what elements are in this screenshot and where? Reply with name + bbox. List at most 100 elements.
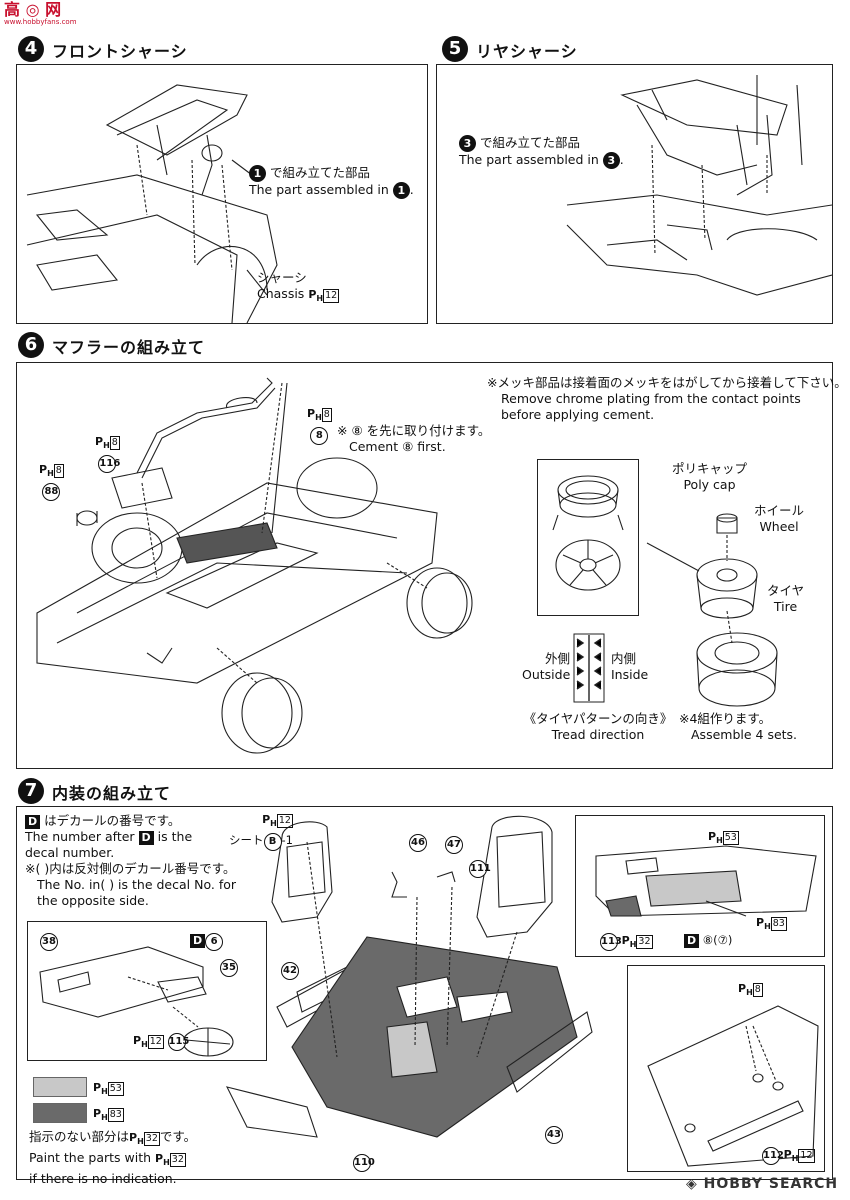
wheel-paint: PH bbox=[133, 1034, 148, 1050]
decal-d-icon-4: D bbox=[684, 934, 700, 948]
part-88-paint: PH bbox=[39, 463, 54, 479]
assemble-sets-jp: ※4組作ります。 bbox=[679, 711, 772, 726]
decal-note-en3: decal number. bbox=[25, 845, 115, 860]
tire-label: タイヤ Tire bbox=[767, 583, 804, 615]
door-illustration bbox=[595, 845, 817, 917]
decal-d-icon: D bbox=[25, 815, 41, 829]
seat-paint-number: 12 bbox=[276, 814, 293, 828]
hobbysearch-logo-text: HOBBY SEARCH bbox=[703, 1176, 839, 1192]
inside-label: 内側 Inside bbox=[611, 651, 648, 683]
wheel-chrome-illustration bbox=[552, 475, 624, 591]
default-paint-number: 32 bbox=[143, 1132, 160, 1146]
part-110-number: 110 bbox=[353, 1154, 375, 1172]
step-5-note: 3 で組み立てた部品 The part assembled in 3. bbox=[459, 135, 624, 169]
outside-label-en: Outside bbox=[522, 667, 571, 682]
door-decal-label: D ⑧(⑦) bbox=[684, 932, 732, 948]
decal-note: D はデカールの番号です。 The number after D is the … bbox=[25, 813, 236, 909]
decal-note-en1: The number after bbox=[25, 829, 135, 844]
step-4-title: フロントシャーシ bbox=[52, 42, 188, 61]
step-4-number: 4 bbox=[18, 36, 44, 62]
ref-step-3: 3 bbox=[459, 135, 476, 152]
outside-label-jp: 外側 bbox=[544, 651, 570, 666]
step-7-number: 7 bbox=[18, 778, 44, 804]
step-7-panel: D はデカールの番号です。 The number after D is the … bbox=[16, 806, 833, 1186]
tread-direction-en: Tread direction bbox=[551, 727, 645, 742]
polycap-label-en: Poly cap bbox=[683, 477, 736, 492]
part-8-number: 8 bbox=[310, 427, 329, 446]
tread-pattern-icon bbox=[573, 633, 605, 703]
inside-label-en: Inside bbox=[611, 667, 649, 682]
part-113-paint-number: 32 bbox=[636, 935, 653, 949]
part-111-label: 111 bbox=[469, 859, 491, 878]
wheel-paint-number: 12 bbox=[147, 1035, 164, 1049]
step-5-number: 5 bbox=[442, 36, 468, 62]
default-note-en1: Paint the parts with bbox=[29, 1150, 152, 1166]
chrome-note-en2: before applying cement. bbox=[501, 407, 655, 422]
part-42-label: 42 bbox=[281, 961, 299, 980]
step-6-number: 6 bbox=[18, 332, 44, 358]
default-note-en2: if there is no indication. bbox=[29, 1171, 177, 1187]
step-4-note-jp: で組み立てた部品 bbox=[269, 165, 370, 180]
part-42-number: 42 bbox=[281, 962, 299, 980]
muffler-chassis-illustration bbox=[36, 377, 473, 754]
part-35-label: 35 bbox=[220, 958, 238, 977]
decal-d-icon-3: D bbox=[190, 934, 206, 948]
opposite-note-jp: ※( )内は反対側のデカール番号です。 bbox=[25, 861, 236, 876]
part-110-label: 110 bbox=[353, 1153, 375, 1172]
polycap-label-jp: ポリキャップ bbox=[672, 461, 748, 476]
cement-note-jp: ※ ⑧ を先に取り付けます。 bbox=[337, 423, 491, 438]
hobbysearch-logo-icon: ◈ bbox=[686, 1176, 698, 1192]
hobbysearch-logo: ◈ HOBBY SEARCH bbox=[686, 1176, 838, 1192]
tire-label-en: Tire bbox=[773, 599, 798, 614]
ref-step-1: 1 bbox=[249, 165, 266, 182]
chassis-paint-number: 12 bbox=[323, 289, 340, 303]
step-6-title: マフラーの組み立て bbox=[52, 338, 206, 357]
door-decal-number: ⑧(⑦) bbox=[702, 933, 733, 947]
rear-panel-illustration bbox=[647, 1005, 819, 1167]
assemble-sets-note: ※4組作ります。 Assemble 4 sets. bbox=[679, 711, 797, 743]
dash-decal-number: 6 bbox=[205, 933, 224, 951]
part-116-paint-number: 8 bbox=[109, 436, 120, 450]
part-8-paint: PH bbox=[307, 407, 322, 423]
wheel-label: ホイール Wheel bbox=[754, 503, 804, 535]
dashboard-illustration bbox=[39, 946, 234, 1057]
chrome-note-jp: ※メッキ部品は接着面のメッキをはがしてから接着して下さい。 bbox=[487, 375, 847, 390]
assemble-sets-en: Assemble 4 sets. bbox=[691, 727, 798, 742]
seat-decal-suffix: -1 bbox=[281, 833, 293, 848]
part-38-number: 38 bbox=[40, 933, 58, 951]
step-5-panel: 3 で組み立てた部品 The part assembled in 3. bbox=[436, 64, 833, 324]
tire-assembly-illustration bbox=[646, 513, 778, 707]
tread-direction-label: 《タイヤパターンの向き》 Tread direction bbox=[523, 711, 673, 743]
part-8-paint-number: 8 bbox=[321, 408, 332, 422]
part-88-number: 88 bbox=[42, 483, 61, 502]
tread-direction-jp: 《タイヤパターンの向き》 bbox=[523, 711, 673, 726]
swatch-dark-gray bbox=[33, 1103, 87, 1123]
decal-d-icon-2: D bbox=[138, 831, 154, 845]
part-43-number: 43 bbox=[545, 1126, 563, 1144]
part-115-number: 115 bbox=[167, 1033, 189, 1051]
step-5-title: リヤシャーシ bbox=[476, 42, 578, 61]
opposite-note-en1: The No. in( ) is the decal No. for bbox=[37, 877, 237, 892]
step-7-title: 内装の組み立て bbox=[52, 784, 172, 803]
wheel-label-en: Wheel bbox=[759, 519, 799, 534]
door-paint-number: 53 bbox=[722, 831, 739, 845]
opposite-note-en2: the opposite side. bbox=[37, 893, 149, 908]
step-5-note-en: The part assembled in bbox=[459, 152, 599, 167]
interior-illustration bbox=[225, 815, 593, 1138]
site-watermark: 高 ◎ 网 www.hobbyfans.com bbox=[4, 0, 77, 27]
chassis-label-jp: シャーシ bbox=[257, 270, 307, 285]
swatch-dark-number: 83 bbox=[107, 1108, 124, 1122]
part-116-paint: PH bbox=[95, 435, 110, 451]
part-38-label: 38 bbox=[40, 932, 58, 951]
